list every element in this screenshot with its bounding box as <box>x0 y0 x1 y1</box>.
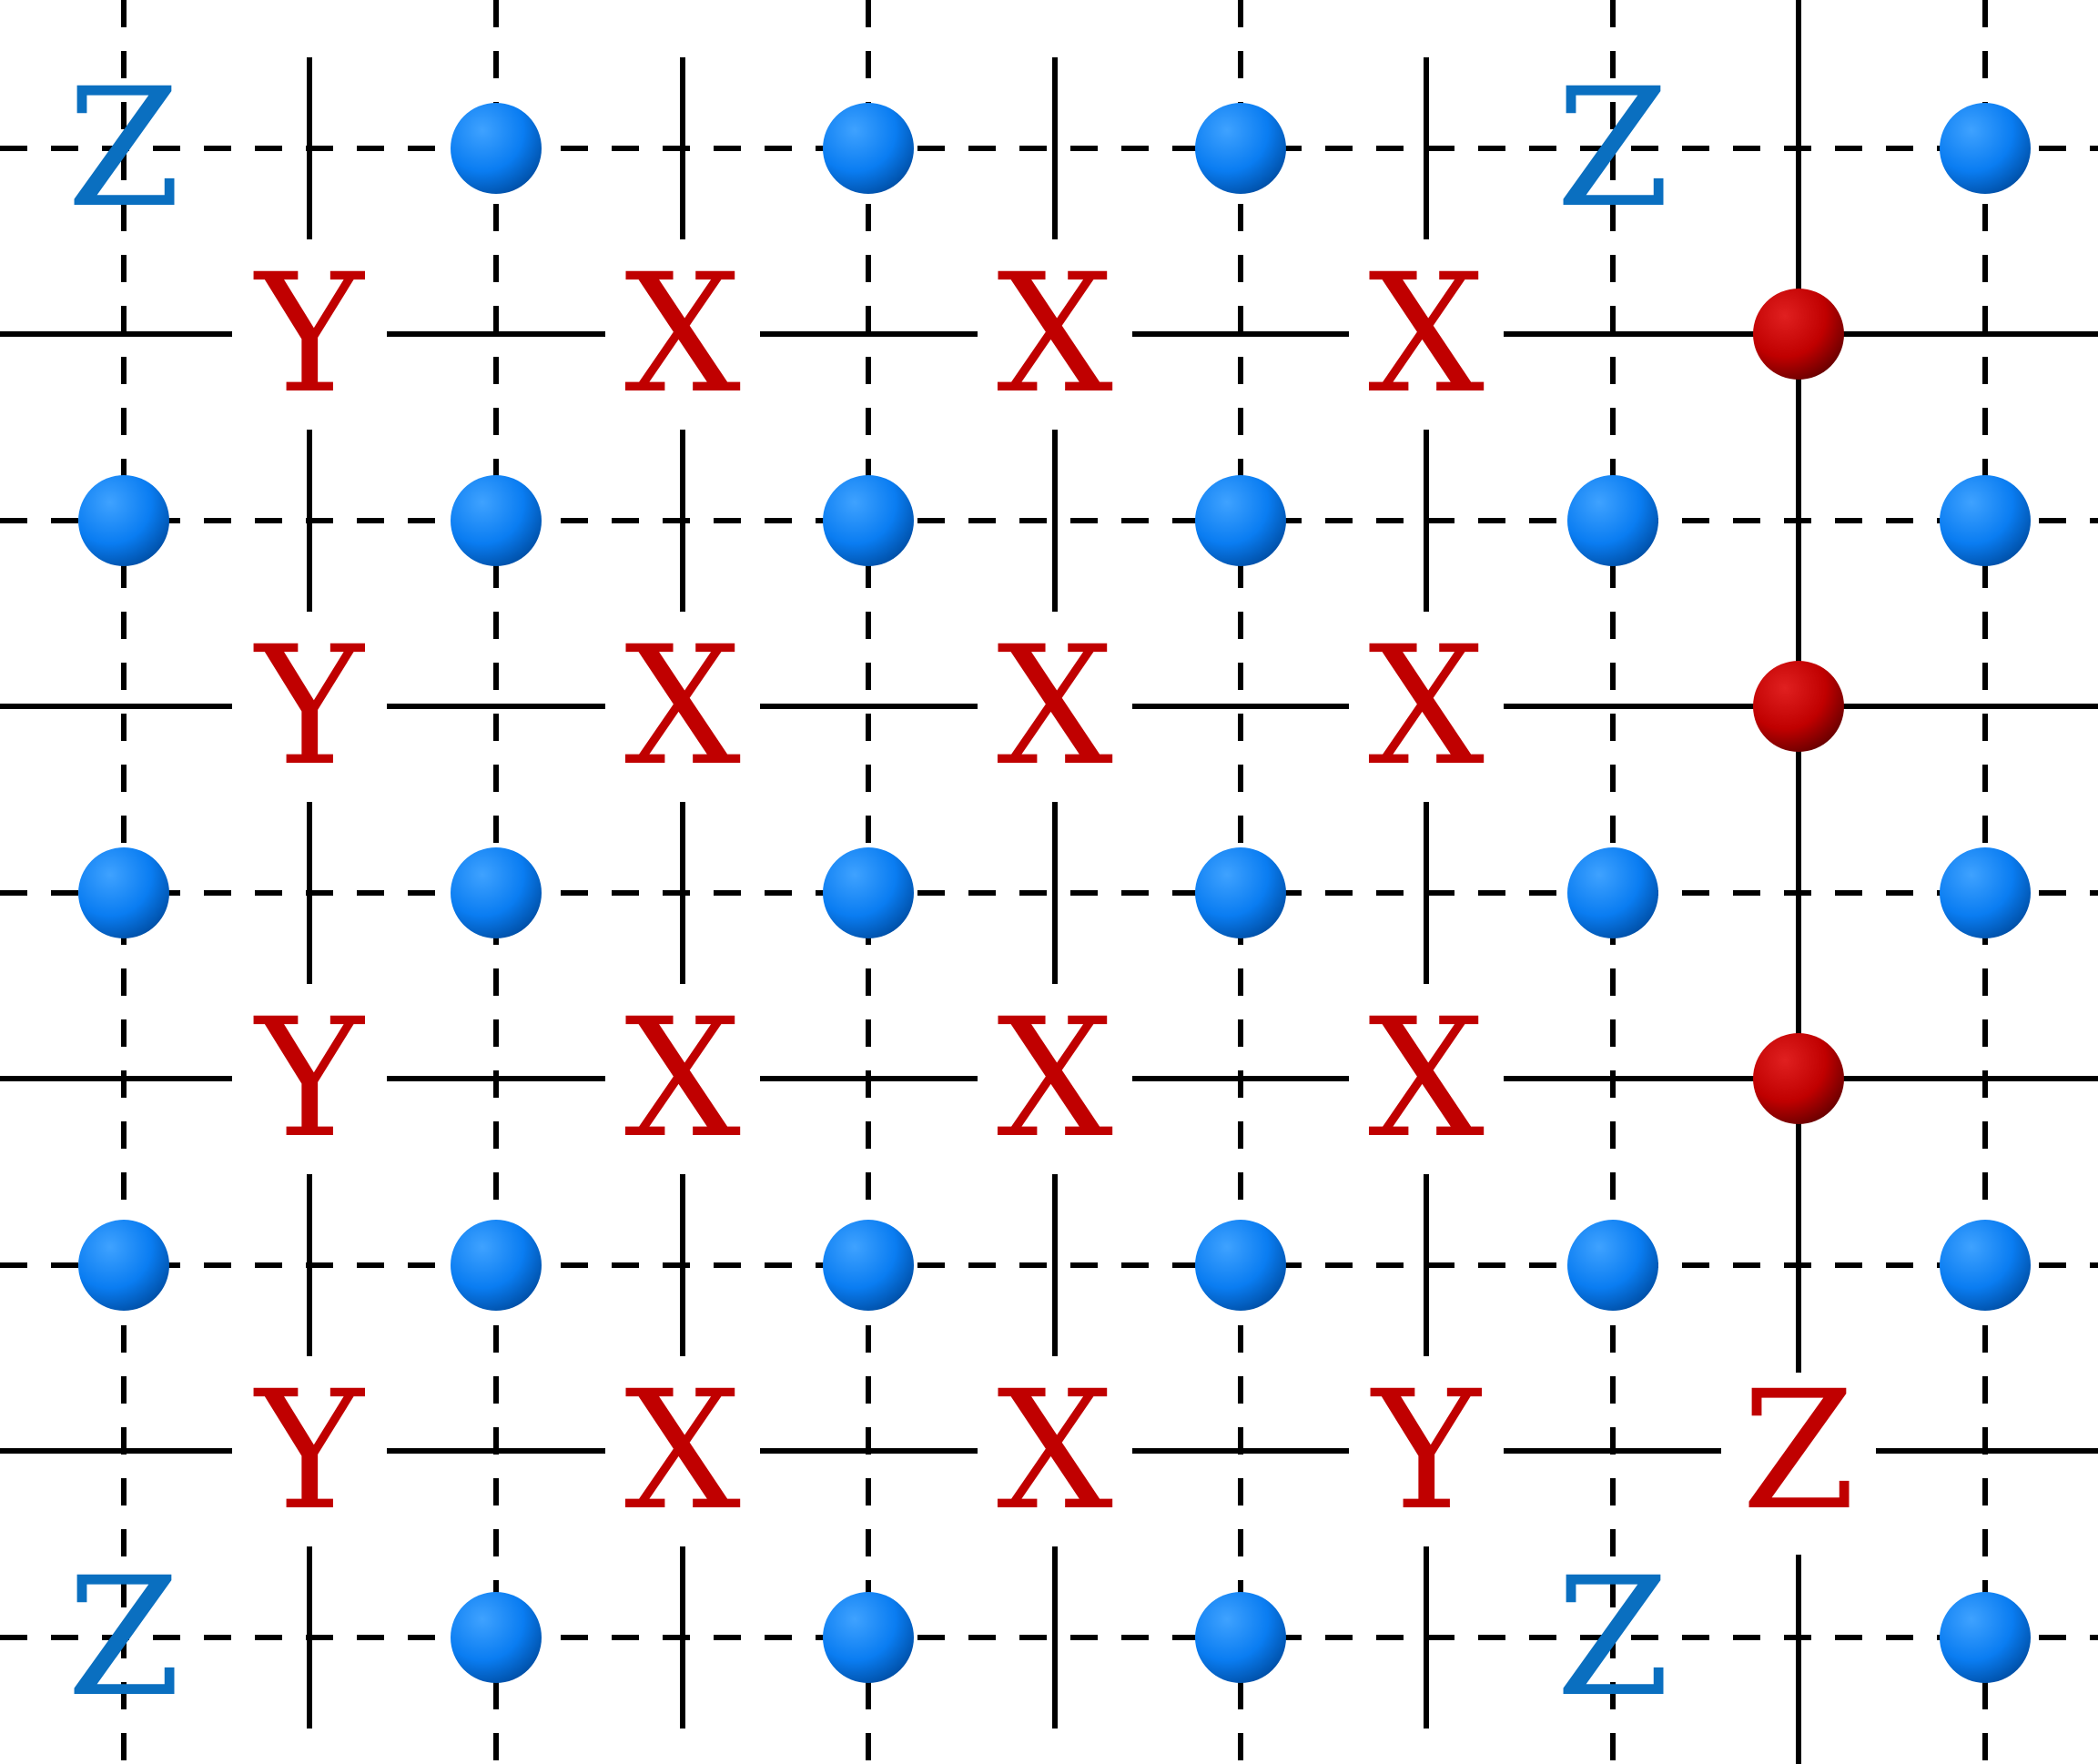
blue-site <box>1195 103 1286 194</box>
op-r1-c2: X <box>624 239 741 430</box>
blue-site <box>1940 1592 2031 1683</box>
op-r2-c2: X <box>624 612 741 802</box>
blue-site <box>823 1220 914 1311</box>
blue-site <box>451 475 542 566</box>
blue-site <box>451 103 542 194</box>
blue-site <box>823 1592 914 1683</box>
op-r3-c4: X <box>1368 984 1485 1174</box>
op-r4-c2: X <box>624 1356 741 1546</box>
blue-site <box>1940 847 2031 938</box>
blue-site <box>823 847 914 938</box>
op-r3-c1: Y <box>253 984 366 1174</box>
blue-site <box>451 1220 542 1311</box>
red-site <box>1753 289 1844 380</box>
blue-site <box>823 103 914 194</box>
blue-site <box>1940 1220 2031 1311</box>
label-bottom-left-z: Z <box>66 1543 180 1733</box>
op-r4-c3: X <box>997 1356 1113 1546</box>
blue-site <box>1567 475 1658 566</box>
op-r2-c1: Y <box>253 612 366 802</box>
op-r1-c4: X <box>1368 239 1485 430</box>
op-r4-c4: Y <box>1370 1356 1483 1546</box>
red-site <box>1753 1033 1844 1124</box>
blue-site <box>1195 1592 1286 1683</box>
op-r4-c5: Z <box>1741 1356 1855 1546</box>
blue-site <box>78 847 169 938</box>
blue-site <box>1195 1220 1286 1311</box>
operator-labels: Z Z Z Z Y X X X Y X X X Y X X X Y X X Y … <box>66 54 1855 1733</box>
op-r1-c1: Y <box>253 239 366 430</box>
op-r3-c3: X <box>997 984 1113 1174</box>
blue-site <box>451 847 542 938</box>
blue-site <box>1940 103 2031 194</box>
blue-site <box>1195 847 1286 938</box>
red-site <box>1753 661 1844 752</box>
blue-site <box>1567 1220 1658 1311</box>
blue-site <box>78 1220 169 1311</box>
label-top-right-z: Z <box>1556 54 1669 244</box>
blue-site <box>1940 475 2031 566</box>
lattice-sites <box>78 103 2031 1683</box>
blue-site <box>78 475 169 566</box>
op-r2-c3: X <box>997 612 1113 802</box>
blue-site <box>451 1592 542 1683</box>
op-r2-c4: X <box>1368 612 1485 802</box>
op-r1-c3: X <box>997 239 1113 430</box>
label-bottom-right-z: Z <box>1556 1543 1669 1733</box>
op-r3-c2: X <box>624 984 741 1174</box>
blue-site <box>823 475 914 566</box>
blue-site <box>1195 475 1286 566</box>
label-top-left-z: Z <box>66 54 180 244</box>
op-r4-c1: Y <box>253 1356 366 1546</box>
blue-site <box>1567 847 1658 938</box>
